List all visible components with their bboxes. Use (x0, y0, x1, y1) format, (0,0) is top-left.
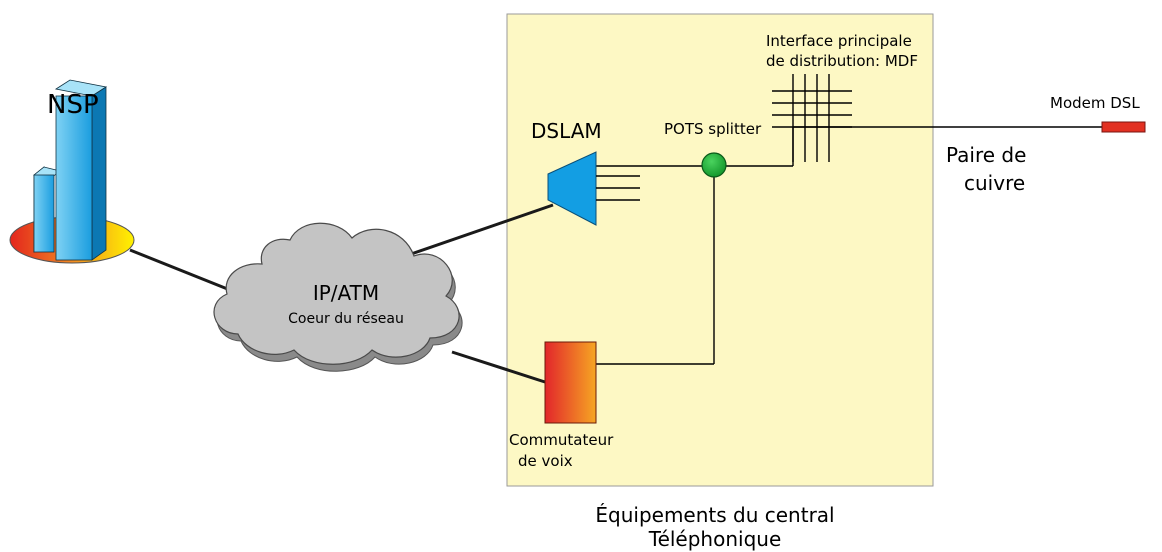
pots-splitter-icon (701, 152, 727, 178)
modem-icon (1101, 121, 1146, 133)
dslam-label: DSLAM (531, 119, 602, 143)
switch-label-line2: de voix (518, 452, 573, 470)
dslam-icon (547, 151, 640, 226)
central-label-line2: Téléphonique (648, 527, 782, 551)
server-stack-icon (9, 79, 135, 264)
switch-label-line1: Commutateur (509, 431, 614, 449)
pair-label-line1: Paire de (946, 143, 1026, 167)
pots-splitter-label: POTS splitter (664, 120, 762, 138)
link-core-dslam (387, 203, 554, 264)
modem-label: Modem DSL (1050, 94, 1140, 112)
mdf-label-line2: de distribution: MDF (766, 52, 918, 70)
nsp-label: NSP (47, 90, 99, 120)
central-label-line1: Équipements du central (595, 503, 834, 527)
link-core-switch (451, 350, 546, 384)
pair-label-line2: cuivre (964, 171, 1025, 195)
network-cloud-icon (213, 222, 463, 372)
mdf-label-line1: Interface principale (766, 32, 912, 50)
voice-switch-icon (544, 341, 597, 424)
core-subtitle: Coeur du réseau (288, 311, 404, 327)
mdf-frame-icon (772, 74, 852, 166)
core-title: IP/ATM (313, 281, 379, 305)
